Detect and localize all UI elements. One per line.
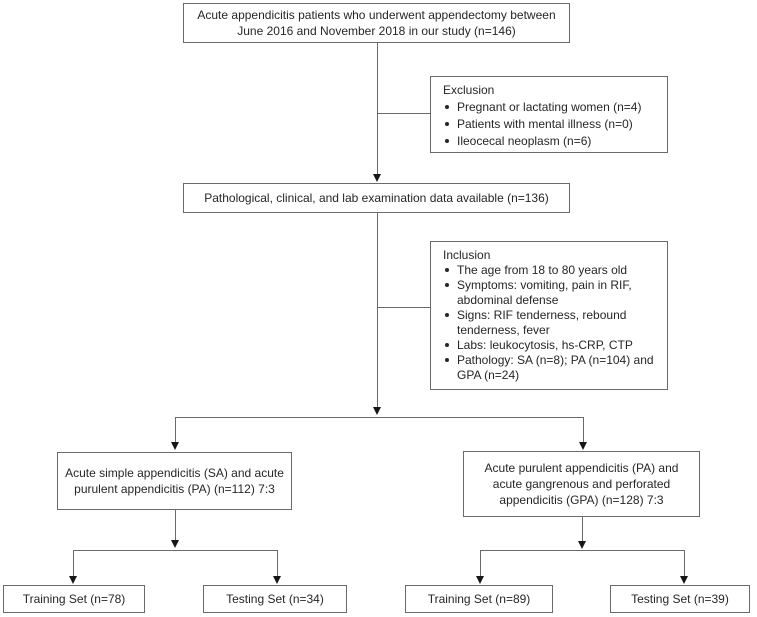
arrow-down-head (69, 576, 77, 584)
exclusion-item-text: Pregnant or lactating women (n=4) (457, 100, 642, 114)
connector-line (377, 307, 430, 308)
connector-line (377, 113, 430, 114)
arrow-down-head (579, 442, 587, 450)
node-testing-set-sa-pa: Testing Set (n=34) (203, 585, 347, 613)
node-training-set-pa-gpa: Training Set (n=89) (405, 585, 553, 613)
connector-line (73, 550, 74, 577)
arrow-down-head (578, 541, 586, 549)
inclusion-item: Pathology: SA (n=8); PA (n=104) and GPA … (443, 353, 663, 383)
bullet-icon (445, 268, 449, 272)
testing-set-pa-gpa-text: Testing Set (n=39) (631, 592, 729, 606)
inclusion-item: The age from 18 to 80 years old (443, 263, 663, 278)
testing-set-sa-pa-text: Testing Set (n=34) (226, 592, 324, 606)
inclusion-item-text: Pathology: SA (n=8); PA (n=104) and GPA … (457, 353, 654, 382)
inclusion-item: Signs: RIF tenderness, rebound tendernes… (443, 308, 663, 338)
exclusion-title: Exclusion (443, 83, 495, 97)
exclusion-item: Pregnant or lactating women (n=4) (443, 99, 663, 116)
inclusion-item: Symptoms: vomiting, pain in RIF, abdomin… (443, 278, 663, 308)
bullet-icon (445, 283, 449, 287)
arrow-down-head (476, 576, 484, 584)
connector-line (480, 550, 481, 577)
connector-line (175, 417, 583, 418)
exclusion-item: Patients with mental illness (n=0) (443, 116, 663, 133)
connector-line (277, 550, 278, 577)
bullet-icon (445, 139, 449, 143)
node-data-available-text: Pathological, clinical, and lab examinat… (204, 191, 549, 205)
inclusion-item-text: The age from 18 to 80 years old (457, 263, 628, 277)
node-enrollment-text: Acute appendicitis patients who underwen… (197, 8, 556, 38)
exclusion-item-text: Patients with mental illness (n=0) (457, 117, 633, 131)
connector-line (583, 417, 584, 442)
node-enrollment: Acute appendicitis patients who underwen… (183, 3, 570, 43)
node-exclusion: Exclusion Pregnant or lactating women (n… (430, 76, 668, 153)
connector-line (175, 510, 176, 540)
node-cohort-pa-gpa: Acute purulent appendicitis (PA) and acu… (463, 451, 700, 517)
arrow-down-head (273, 576, 281, 584)
training-set-pa-gpa-text: Training Set (n=89) (427, 592, 531, 606)
inclusion-item-text: Labs: leukocytosis, hs-CRP, CTP (457, 338, 633, 352)
node-testing-set-pa-gpa: Testing Set (n=39) (610, 585, 750, 613)
arrow-down-head (171, 540, 179, 548)
connector-line (175, 417, 176, 442)
node-cohort-sa-pa-text: Acute simple appendicitis (SA) and acute… (65, 466, 284, 496)
inclusion-item-text: Symptoms: vomiting, pain in RIF, abdomin… (457, 278, 632, 307)
exclusion-item: Ileocecal neoplasm (n=6) (443, 133, 663, 150)
inclusion-title: Inclusion (443, 248, 491, 262)
connector-line (684, 550, 685, 577)
bullet-icon (445, 105, 449, 109)
node-inclusion: Inclusion The age from 18 to 80 years ol… (430, 241, 668, 390)
bullet-icon (445, 343, 449, 347)
bullet-icon (445, 313, 449, 317)
arrow-down-head (373, 174, 381, 182)
arrow-down-head (373, 407, 381, 415)
bullet-icon (445, 358, 449, 362)
connector-line (582, 517, 583, 541)
connector-line (73, 550, 277, 551)
arrow-down-head (680, 576, 688, 584)
inclusion-item-text: Signs: RIF tenderness, rebound tendernes… (457, 308, 627, 337)
connector-line (377, 43, 378, 174)
connector-line (377, 213, 378, 407)
training-set-sa-pa-text: Training Set (n=78) (22, 592, 126, 606)
node-training-set-sa-pa: Training Set (n=78) (3, 585, 145, 613)
node-cohort-pa-gpa-text: Acute purulent appendicitis (PA) and acu… (484, 461, 679, 507)
arrow-down-head (171, 442, 179, 450)
exclusion-item-text: Ileocecal neoplasm (n=6) (457, 134, 592, 148)
node-data-available: Pathological, clinical, and lab examinat… (183, 183, 570, 213)
node-cohort-sa-pa: Acute simple appendicitis (SA) and acute… (57, 452, 292, 510)
bullet-icon (445, 122, 449, 126)
connector-line (480, 550, 684, 551)
inclusion-item: Labs: leukocytosis, hs-CRP, CTP (443, 338, 663, 353)
